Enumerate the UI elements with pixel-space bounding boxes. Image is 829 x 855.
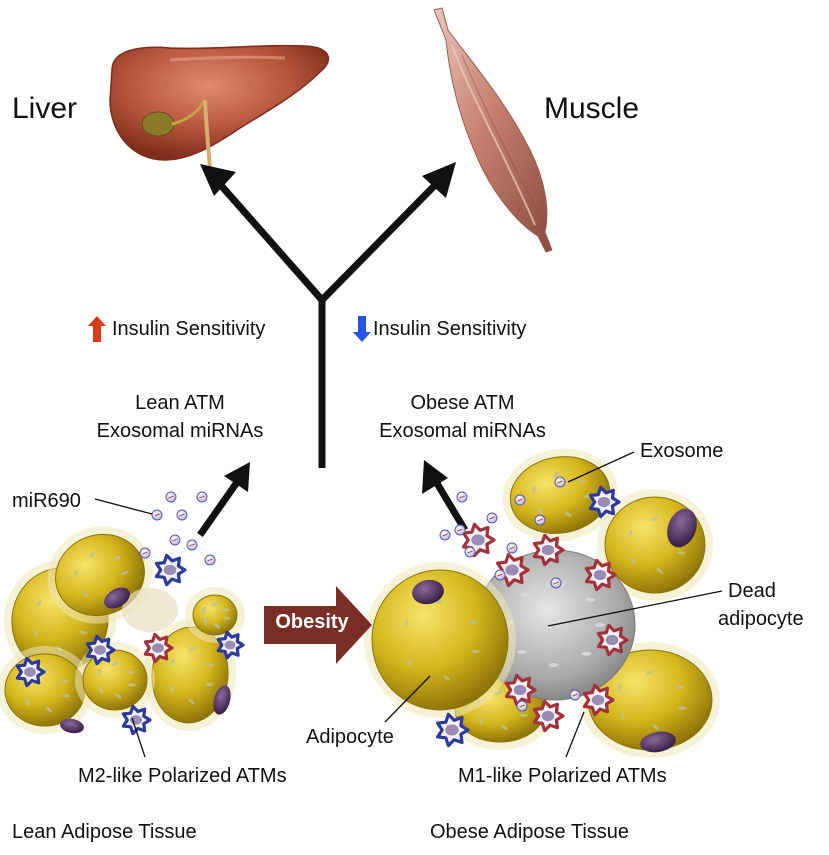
exosome-vesicle <box>486 512 498 524</box>
exosome-vesicle <box>494 569 506 581</box>
adipocyte-cell <box>185 587 245 643</box>
obese-exosome-arrow <box>431 478 469 532</box>
muscle-illustration <box>433 7 553 253</box>
m1-atms-label: M1-like Polarized ATMs <box>458 765 667 787</box>
leader-lines <box>94 451 723 758</box>
exosome-vesicle <box>196 491 208 503</box>
lean-adipose-tissue-illustration <box>0 491 245 736</box>
exosome-vesicle <box>169 534 181 546</box>
dead-adipocyte-label-line2: adipocyte <box>718 608 804 630</box>
m1-macrophage <box>143 632 174 664</box>
adipocyte-cell <box>75 642 155 718</box>
exosome-vesicle <box>534 514 546 526</box>
adipocyte-nucleus <box>640 731 676 753</box>
adipocyte-nucleus <box>213 685 231 715</box>
m2-atms-label: M2-like Polarized ATMs <box>78 765 287 787</box>
m2-macrophage <box>154 553 187 587</box>
exosome-vesicle <box>454 524 466 536</box>
exosome-vesicle <box>204 554 216 566</box>
adipocyte-label: Adipocyte <box>306 726 394 748</box>
exosome-vesicle <box>514 494 526 506</box>
m1-macrophage <box>504 673 537 707</box>
mir690-label: miR690 <box>12 490 81 512</box>
m2-macrophage <box>216 630 245 660</box>
obese-insulin-sensitivity-label: Insulin Sensitivity <box>373 318 527 340</box>
exosome-vesicle <box>554 476 566 488</box>
lean-atm-label: Lean ATM <box>135 392 225 414</box>
lean-exosomal-mirnas-label: Exosomal miRNAs <box>96 420 264 442</box>
m2-macrophage <box>588 485 621 519</box>
exosome-vesicle <box>176 509 188 521</box>
exosome-vesicle <box>186 539 198 551</box>
adipocyte-nucleus <box>412 579 444 605</box>
adipocyte-cell <box>502 448 618 542</box>
exosome-vesicle <box>550 577 562 589</box>
lean-exosome-arrow <box>197 475 243 538</box>
adipocyte-nucleus <box>667 508 697 548</box>
liver-label: Liver <box>12 92 78 125</box>
adipocyte-nucleus <box>60 718 84 734</box>
m1-macrophage <box>532 533 565 567</box>
lean-exosome-arrowhead <box>224 462 250 492</box>
m1-macrophage <box>596 623 629 657</box>
dead-adipocyte-label-line1: Dead <box>728 580 776 602</box>
exosome-vesicle <box>151 509 163 521</box>
muscle-label: Muscle <box>544 92 640 125</box>
exosome-vesicle <box>165 491 177 503</box>
obesity-transition-arrow <box>264 586 372 664</box>
exosome-label: Exosome <box>640 440 724 462</box>
arrowhead-to-muscle <box>422 162 456 198</box>
obese-exosomal-mirnas-label: Exosomal miRNAs <box>379 420 546 442</box>
y-arrow <box>215 177 443 468</box>
adipocyte-nucleus <box>104 587 130 609</box>
lean-adipose-tissue-caption: Lean Adipose Tissue <box>12 821 197 843</box>
m2-macrophage <box>15 656 46 688</box>
lean-insulin-sensitivity-label: Insulin Sensitivity <box>112 318 266 340</box>
m1-macrophage <box>462 522 496 558</box>
exosome-vesicle <box>516 700 528 712</box>
m2-macrophage <box>85 634 116 666</box>
arrowhead-to-liver <box>200 164 236 196</box>
obese-adipose-tissue-caption: Obese Adipose Tissue <box>430 821 630 843</box>
sensitivity-up-arrow-icon <box>88 316 106 342</box>
m2-macrophage <box>436 712 470 748</box>
liver-illustration <box>109 44 330 169</box>
m1-macrophage <box>584 558 617 592</box>
obese-adipose-tissue-illustration <box>364 448 720 758</box>
m1-macrophage <box>532 699 565 733</box>
exosome-vesicle <box>439 529 451 541</box>
m1-macrophage <box>582 683 615 717</box>
exosome-vesicle <box>139 547 151 559</box>
obese-atm-label: Obese ATM <box>410 392 515 414</box>
exosome-vesicle <box>569 689 581 701</box>
adipocyte-cell <box>364 562 516 718</box>
exosome-vesicle <box>506 542 518 554</box>
exosome-vesicle <box>464 546 476 558</box>
obesity-label: Obesity <box>275 611 349 633</box>
exosome-vesicle <box>456 491 468 503</box>
obese-exosome-arrowhead <box>422 460 448 494</box>
sensitivity-down-arrow-icon <box>353 316 371 342</box>
